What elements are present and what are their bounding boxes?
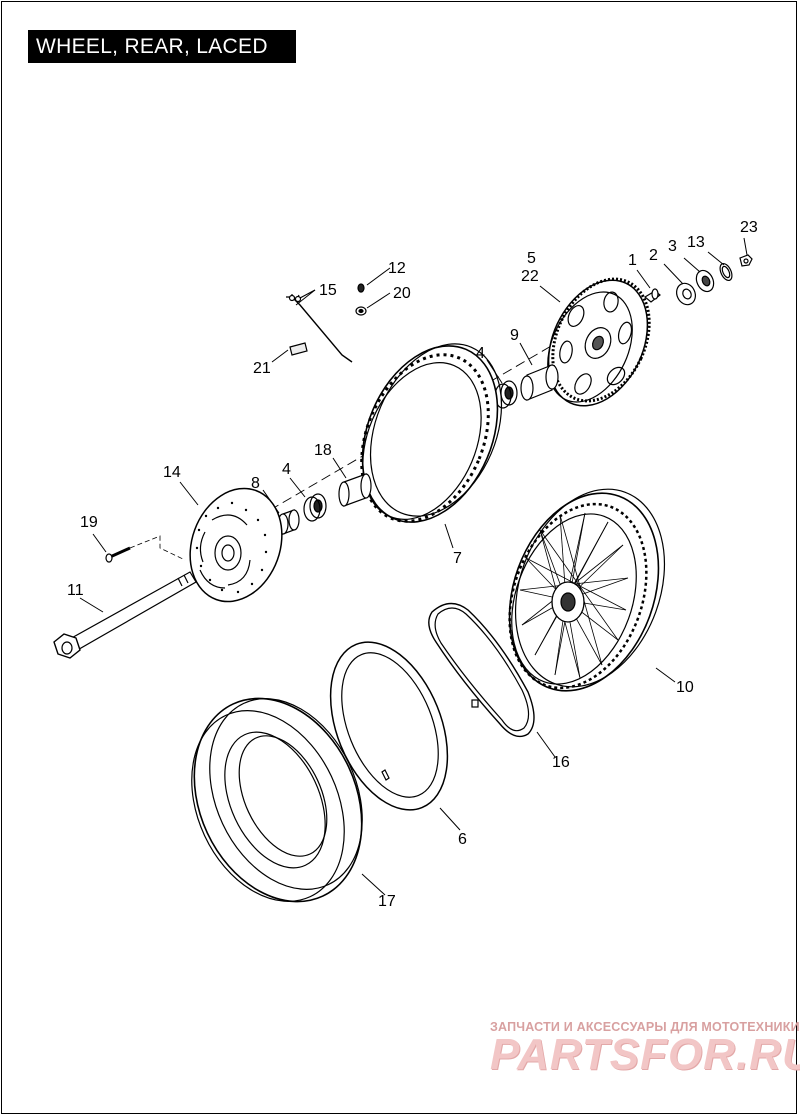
callout-10: 10 (676, 679, 694, 696)
callout-11: 11 (67, 582, 84, 599)
callout-4-lower: 4 (282, 461, 291, 478)
part-16-rim-strip[interactable] (428, 602, 535, 738)
callout-12: 12 (388, 260, 406, 277)
part-10-laced-wheel[interactable] (483, 468, 690, 712)
part-18-spacer[interactable] (338, 473, 372, 507)
part-4-bearing-upper[interactable] (494, 380, 518, 409)
callout-5: 5 (527, 250, 536, 267)
callout-17: 17 (378, 893, 396, 910)
callout-16: 16 (552, 754, 570, 771)
part-13-retaining-ring[interactable] (718, 262, 735, 283)
callout-13: 13 (687, 234, 705, 251)
part-14-brake-rotor[interactable] (175, 475, 297, 614)
callout-8: 8 (251, 475, 260, 492)
callout-3: 3 (668, 238, 677, 255)
leader-lines (79, 237, 748, 896)
callout-15: 15 (319, 282, 337, 299)
callout-1: 1 (628, 252, 637, 269)
callout-labels: 23 13 3 2 1 5 22 9 4 12 20 15 21 18 4 8 … (67, 219, 758, 910)
part-9-spacer[interactable] (520, 364, 559, 401)
part-3-washer[interactable] (693, 268, 717, 295)
part-4-bearing-lower[interactable] (303, 493, 327, 522)
callout-2: 2 (649, 247, 658, 264)
watermark-logo: PARTSFOR.RU (490, 1030, 800, 1079)
diagram-title: WHEEL, REAR, LACED (28, 30, 296, 63)
callout-7: 7 (453, 550, 462, 567)
callout-14: 14 (163, 464, 181, 481)
part-15-brake-rod[interactable] (286, 294, 353, 363)
part-1-bolt[interactable] (643, 288, 661, 303)
part-21-clip[interactable] (289, 342, 308, 356)
part-19-screw[interactable] (105, 535, 186, 563)
callout-18: 18 (314, 442, 332, 459)
callout-21: 21 (253, 360, 271, 377)
part-23-bolt[interactable] (739, 254, 753, 267)
part-17-tire[interactable] (162, 671, 393, 929)
part-8-spacer[interactable] (277, 509, 300, 535)
part-12-fitting[interactable] (357, 283, 365, 293)
callout-6: 6 (458, 831, 467, 848)
part-6-inner-tube[interactable] (308, 625, 470, 827)
callout-23: 23 (740, 219, 758, 236)
callout-22: 22 (521, 268, 539, 285)
part-7-rim[interactable] (337, 324, 526, 543)
callout-9: 9 (510, 327, 519, 344)
part-5-rear-pulley[interactable] (529, 263, 668, 421)
part-2-spacer[interactable] (673, 280, 699, 308)
part-20-nut[interactable] (355, 306, 367, 316)
callout-4-upper: 4 (476, 345, 485, 362)
part-11-axle[interactable] (53, 571, 197, 659)
callout-20: 20 (393, 285, 411, 302)
callout-19: 19 (80, 514, 98, 531)
watermark-caption: ЗАПЧАСТИ И АКСЕССУАРЫ ДЛЯ МОТОТЕХНИКИ (490, 1020, 800, 1034)
